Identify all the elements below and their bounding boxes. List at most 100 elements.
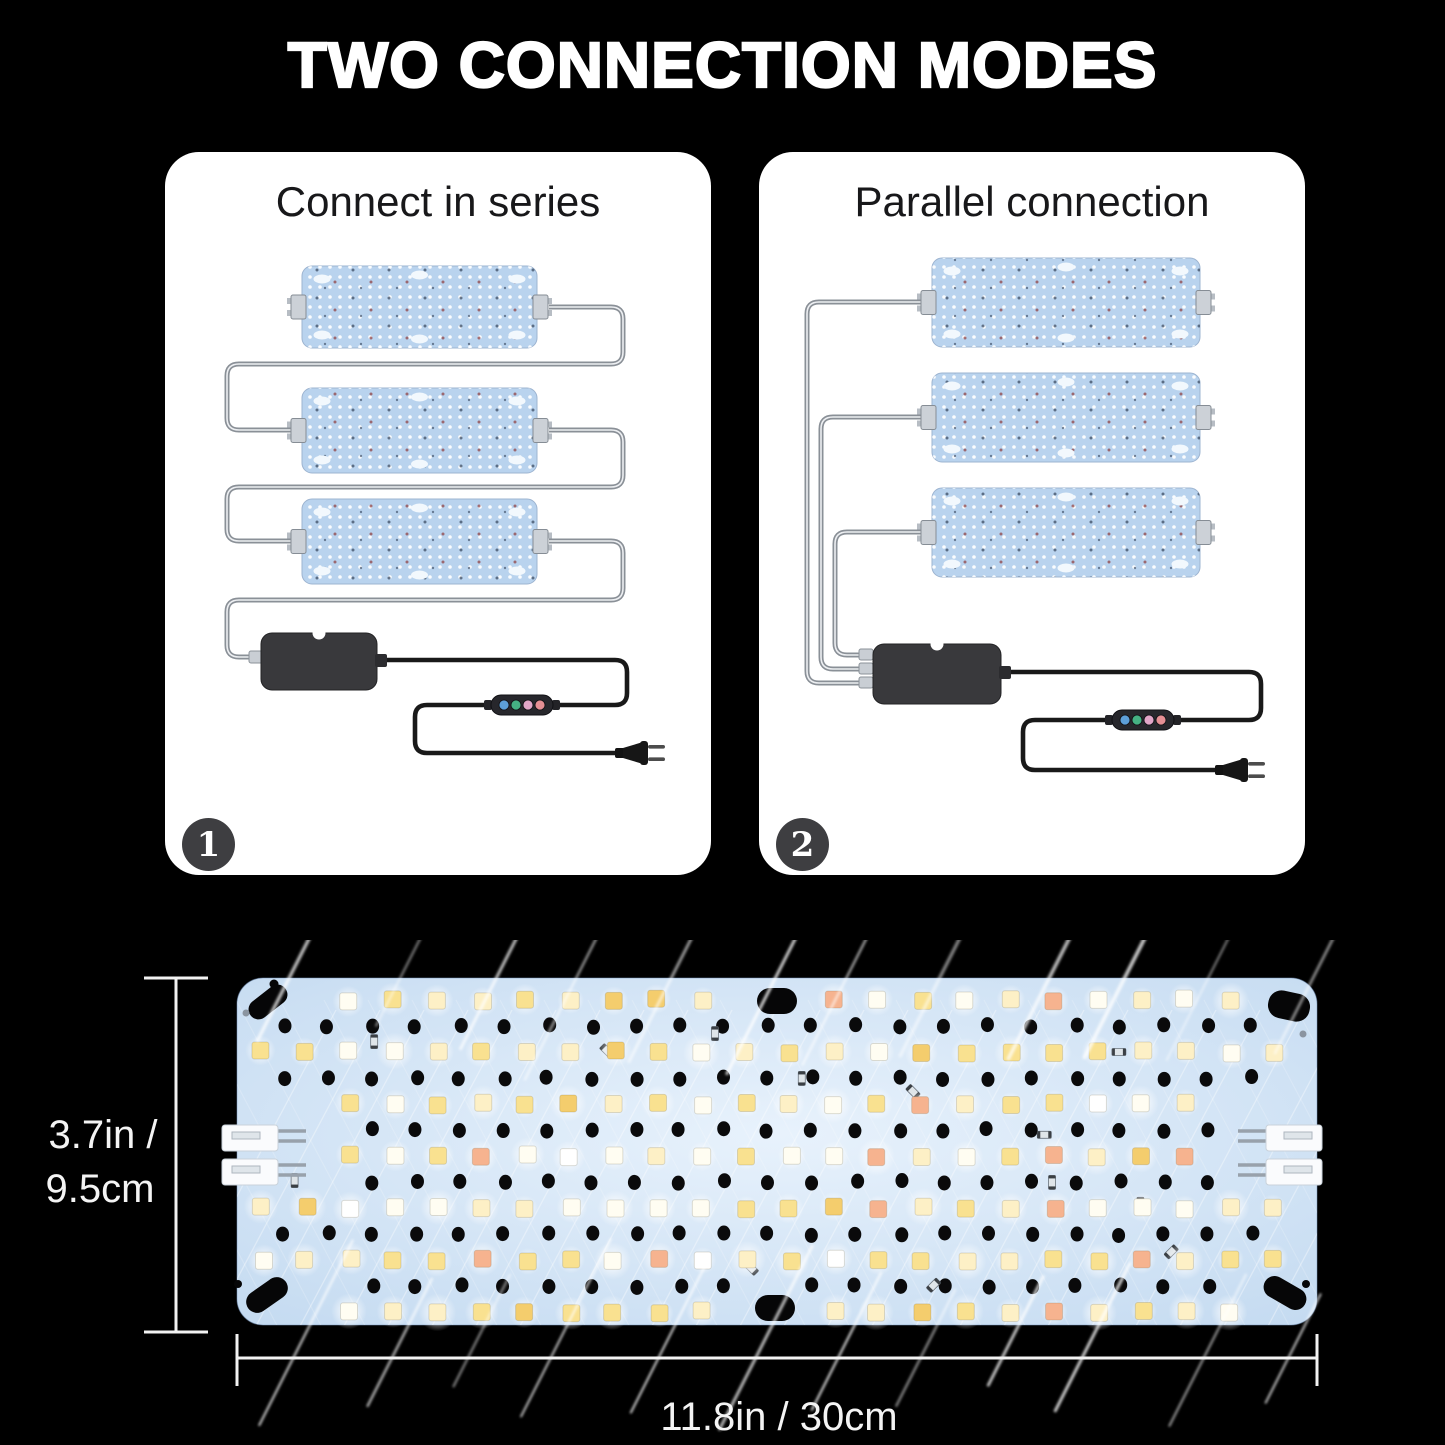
- light-streak: [898, 940, 961, 1058]
- led-hole: [761, 1017, 775, 1033]
- led-hole: [936, 1018, 950, 1034]
- mounting-hole: [1302, 1280, 1310, 1288]
- led-chip: [1177, 1302, 1196, 1321]
- controller-body: [1111, 709, 1175, 731]
- led-chip: [295, 1250, 314, 1269]
- led-chip: [914, 1197, 933, 1216]
- panel-cutout: [1057, 262, 1075, 272]
- led-hole: [847, 1277, 861, 1293]
- mini-panel-specks: [932, 373, 1200, 462]
- led-hole: [587, 1019, 601, 1035]
- adapter-output-stub: [999, 666, 1011, 679]
- series-led-panels: [287, 265, 552, 585]
- panel-cutout: [508, 396, 526, 406]
- led-chip: [386, 1146, 405, 1165]
- led-hole: [1024, 1122, 1038, 1138]
- led-hole: [805, 1175, 819, 1191]
- led-chip: [1131, 1147, 1150, 1166]
- led-chip: [1133, 1198, 1152, 1217]
- led-chip: [1045, 1302, 1064, 1321]
- led-hole: [1157, 1071, 1171, 1087]
- led-chip: [691, 1199, 710, 1218]
- series-number: 1: [196, 824, 221, 865]
- connector-pin: [287, 544, 293, 551]
- led-hole: [496, 1226, 510, 1242]
- light-streak: [523, 940, 597, 1081]
- led-chip: [518, 1145, 537, 1164]
- series-card-title: Connect in series: [275, 178, 601, 225]
- light-streaks: [255, 940, 1334, 1431]
- led-chip: [1176, 1093, 1195, 1112]
- connection-wire-highlight: [226, 306, 624, 431]
- led-chip: [825, 1042, 844, 1061]
- led-hole: [1157, 1123, 1171, 1139]
- led-chip: [956, 1095, 975, 1114]
- led-chip: [1131, 1094, 1150, 1113]
- led-chip: [385, 1042, 404, 1061]
- led-chip: [867, 1148, 886, 1167]
- led-chip: [603, 1251, 622, 1270]
- led-chip: [295, 1042, 314, 1061]
- trace-line: [237, 1009, 381, 1325]
- adapter-notch: [312, 626, 326, 640]
- led-chip: [1088, 1199, 1107, 1218]
- led-chip: [867, 1303, 886, 1322]
- led-hole: [1201, 1122, 1215, 1138]
- panel-cutout: [943, 559, 961, 569]
- led-chip: [517, 1042, 536, 1061]
- led-chip: [473, 1249, 492, 1268]
- led-hole: [804, 1227, 818, 1243]
- mini-panel-specks: [302, 499, 537, 584]
- resistor-cap: [798, 1071, 806, 1075]
- led-hole: [671, 1175, 685, 1191]
- led-chip: [1222, 1044, 1241, 1063]
- led-hole: [496, 1123, 510, 1139]
- connector-pin: [1209, 535, 1215, 542]
- led-chip: [1001, 990, 1020, 1009]
- led-chip: [472, 1042, 491, 1061]
- adapter-output-stub: [375, 654, 387, 667]
- light-streak: [718, 1244, 814, 1431]
- led-chip: [474, 1093, 493, 1112]
- resistor-cap: [905, 1084, 913, 1092]
- led-chip: [472, 1199, 491, 1218]
- connection-wire-highlight: [226, 540, 624, 658]
- light-streak: [452, 1273, 512, 1388]
- led-chip: [956, 1302, 975, 1321]
- led-hole: [760, 1225, 774, 1241]
- led-chip: [692, 1301, 711, 1320]
- led-chip: [868, 990, 887, 1009]
- light-streak: [1082, 940, 1146, 1060]
- connector-pin: [287, 421, 293, 428]
- connector-pin: [287, 433, 293, 440]
- led-chip: [339, 1041, 358, 1060]
- connector-slot: [1283, 1165, 1313, 1174]
- panel-connector: [290, 529, 307, 554]
- led-chip: [957, 1148, 976, 1167]
- light-streak: [1006, 940, 1071, 1061]
- led-hole: [364, 1226, 378, 1242]
- led-hole: [1245, 1069, 1259, 1085]
- led-hole: [849, 1017, 863, 1033]
- adapter-input-stub: [858, 676, 874, 689]
- led-hole: [1158, 1174, 1172, 1190]
- led-hole: [673, 1071, 687, 1087]
- led-hole: [979, 1121, 993, 1137]
- led-hole: [1200, 1175, 1214, 1191]
- led-chip: [1000, 1252, 1019, 1271]
- led-hole: [717, 1225, 731, 1241]
- resistor-cap: [798, 1082, 806, 1086]
- led-chip: [911, 1096, 930, 1115]
- led-chip: [1045, 1093, 1064, 1112]
- led-hole: [895, 1173, 909, 1189]
- light-streak: [895, 1288, 957, 1407]
- plug-face: [1240, 758, 1248, 782]
- led-hole: [1202, 1018, 1216, 1034]
- controller-cap: [1105, 715, 1113, 725]
- led-hole: [408, 1279, 422, 1295]
- led-chip: [737, 1094, 756, 1113]
- light-streak: [986, 1275, 1045, 1387]
- led-hole: [936, 1071, 950, 1087]
- parallel-wires: [804, 299, 927, 686]
- led-hole: [366, 1018, 380, 1034]
